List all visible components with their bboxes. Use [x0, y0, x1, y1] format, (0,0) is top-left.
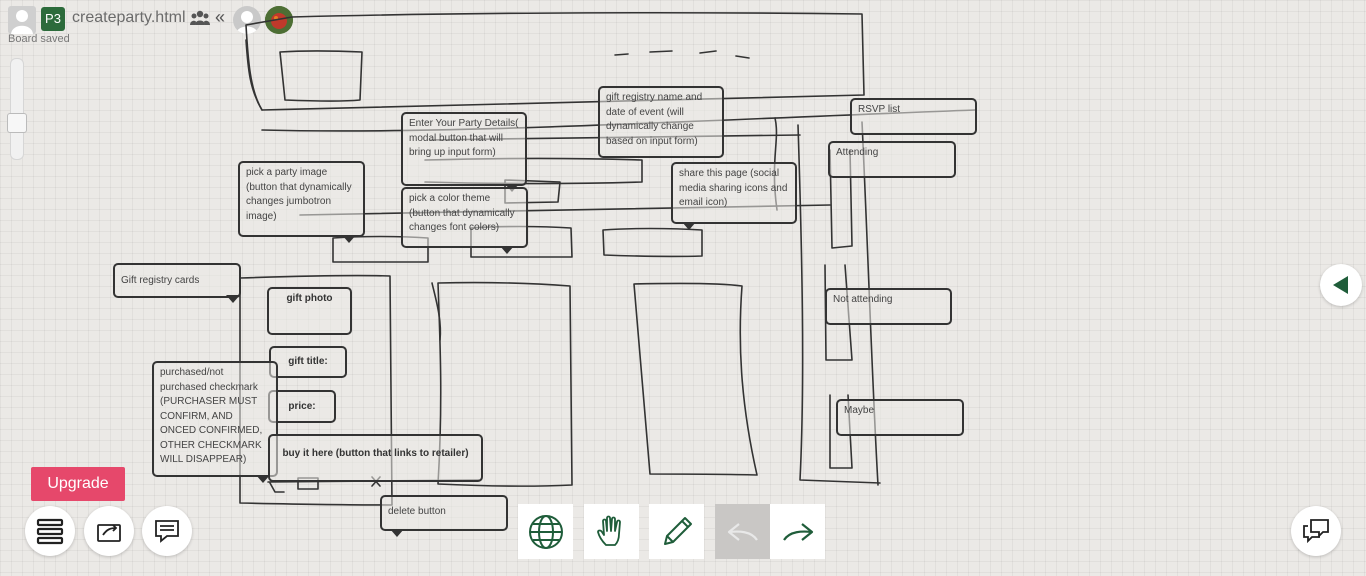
note-rsvp-list[interactable]: RSVP list [850, 98, 977, 135]
note-enter-party-details[interactable]: Enter Your Party Details( modal button t… [401, 112, 527, 186]
note-tail [390, 529, 404, 537]
upgrade-button[interactable]: Upgrade [31, 467, 125, 501]
pencil-icon [663, 516, 692, 545]
collaborator-avatar-photo[interactable] [265, 6, 293, 34]
comments-icon [155, 520, 179, 543]
side-panel-toggle[interactable] [1320, 264, 1362, 306]
avatar-icon [11, 10, 33, 34]
globe-icon [528, 514, 563, 549]
boards-menu-button[interactable] [25, 506, 75, 556]
note-tail [342, 235, 356, 243]
note-delete-button[interactable]: delete button [380, 495, 508, 531]
note-tail [682, 222, 696, 230]
save-status: Board saved [8, 33, 70, 45]
chat-icon [1303, 519, 1329, 544]
redo-button[interactable] [770, 504, 825, 559]
note-not-attending[interactable]: Not attending [825, 288, 952, 325]
wireframe-price[interactable]: price: [268, 390, 336, 423]
pencil-tool-button[interactable] [649, 504, 704, 559]
collapse-header-button[interactable]: « [215, 7, 226, 27]
undo-icon [727, 522, 758, 541]
triangle-left-icon [1333, 276, 1348, 294]
note-color-theme[interactable]: pick a color theme (button that dynamica… [401, 187, 528, 248]
comments-button[interactable] [142, 506, 192, 556]
wireframe-gift-photo[interactable]: gift photo [267, 287, 352, 335]
collaborators-icon[interactable] [190, 9, 210, 27]
note-tail [226, 295, 240, 303]
zoom-slider[interactable] [10, 58, 24, 160]
avatar-icon [236, 11, 258, 34]
note-gift-registry-cards[interactable]: Gift registry cards [113, 263, 241, 298]
redo-icon [782, 522, 813, 541]
board-badge[interactable]: P3 [41, 7, 65, 31]
note-share-page[interactable]: share this page (social media sharing ic… [671, 162, 797, 224]
note-party-image[interactable]: pick a party image (button that dynamica… [238, 161, 365, 237]
note-gift-registry-name[interactable]: gift registry name and date of event (wi… [598, 86, 724, 158]
wireframe-buy-button[interactable]: buy it here (button that links to retail… [268, 434, 483, 482]
user-avatar[interactable] [8, 6, 36, 34]
export-icon [97, 524, 121, 542]
board-title[interactable]: createparty.html [72, 9, 186, 26]
chat-button[interactable] [1291, 506, 1341, 556]
hand-icon [596, 515, 621, 546]
share-public-button[interactable] [518, 504, 573, 559]
undo-button[interactable] [715, 504, 770, 559]
zoom-slider-handle[interactable] [7, 113, 27, 133]
boards-icon [36, 518, 64, 545]
export-button[interactable] [84, 506, 134, 556]
note-purchased-checkmark[interactable]: purchased/not purchased checkmark (PURCH… [152, 361, 278, 477]
wireframe-gift-title[interactable]: gift title: [269, 346, 347, 378]
note-tail [500, 246, 514, 254]
note-tail [256, 475, 270, 483]
user-photo-icon [265, 6, 293, 34]
note-maybe[interactable]: Maybe [836, 399, 964, 436]
note-attending[interactable]: Attending [828, 141, 956, 178]
hand-tool-button[interactable] [584, 504, 639, 559]
